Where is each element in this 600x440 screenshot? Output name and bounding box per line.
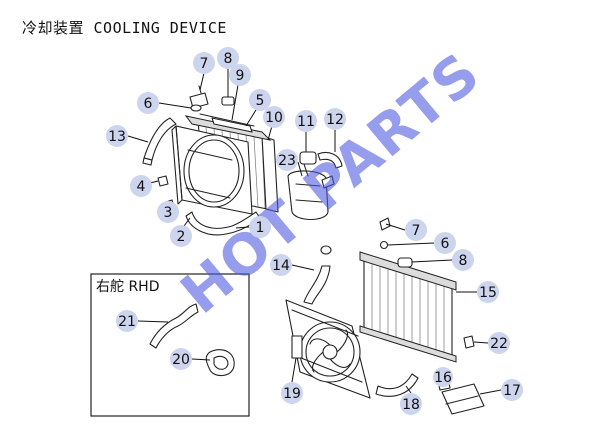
callout-number: 18 <box>402 397 420 413</box>
callout-leader <box>199 72 205 91</box>
callout-number: 2 <box>177 229 186 245</box>
callout-leader <box>235 226 250 229</box>
callout-number: 10 <box>265 110 283 126</box>
callout-number: 5 <box>256 93 265 109</box>
callout-number: 6 <box>441 236 450 252</box>
callout-leader <box>127 135 149 143</box>
callout-number: 8 <box>459 253 468 269</box>
callout-number: 1 <box>256 220 265 236</box>
page-title: 冷却装置 COOLING DEVICE <box>22 19 227 37</box>
callout-number: 22 <box>490 336 508 352</box>
callout-number: 7 <box>200 56 209 72</box>
callout-bubble <box>452 249 474 271</box>
callout-bubble <box>405 219 427 241</box>
callout-bubble <box>130 175 152 197</box>
callout-number: 9 <box>236 68 245 84</box>
callout-leader <box>231 84 239 121</box>
callout-number: 11 <box>297 114 315 130</box>
fan-assembly <box>285 299 371 399</box>
callout-bubble <box>281 382 303 404</box>
callout-bubble <box>295 110 317 132</box>
upper-radiator-assembly <box>142 85 279 236</box>
callout-number: 20 <box>172 352 190 368</box>
main-radiator <box>359 217 475 363</box>
callout-number: 23 <box>278 153 296 169</box>
callout-leader <box>387 242 435 246</box>
callout-bubble <box>137 92 159 114</box>
callout-bubble <box>193 52 215 74</box>
callout-bubble <box>249 216 271 238</box>
callout-number: 13 <box>108 129 126 145</box>
callout-bubble <box>276 149 298 171</box>
callout-leader <box>291 357 297 383</box>
callout-bubble <box>229 64 251 86</box>
callout-leader <box>291 264 315 271</box>
loose-hoses <box>303 245 419 397</box>
callout-bubble <box>170 225 192 247</box>
callout-bubble <box>157 201 179 223</box>
seal-20 <box>205 349 235 377</box>
callout-leader <box>158 102 192 109</box>
callout-bubble <box>324 108 346 130</box>
callout-bubble <box>263 106 285 128</box>
callout-number: 15 <box>479 285 497 301</box>
callout-bubble <box>217 47 239 69</box>
callout-number: 19 <box>283 386 301 402</box>
callout-number: 4 <box>137 179 146 195</box>
callout-leader <box>245 109 257 127</box>
callout-number: 3 <box>164 205 173 221</box>
callout-bubble <box>270 254 292 276</box>
callout-number: 14 <box>272 258 290 274</box>
callout-leader <box>191 358 211 361</box>
rhd-label: 右舵 RHD <box>96 279 160 295</box>
callout-leader <box>473 341 489 344</box>
callout-bubble <box>116 310 138 332</box>
callout-number: 6 <box>144 96 153 112</box>
callout-bubble <box>434 232 456 254</box>
callout-number: 21 <box>118 314 136 330</box>
callout-bubble <box>249 89 271 111</box>
callout-number: 12 <box>326 112 344 128</box>
callout-bubble <box>488 332 510 354</box>
callout-bubble <box>106 125 128 147</box>
callout-layer: 7 8 9 6 5 10 11 <box>106 47 523 415</box>
callout-leader <box>411 259 453 263</box>
callout-bubble <box>170 348 192 370</box>
callout-number: 17 <box>503 383 521 399</box>
callout-bubble <box>477 281 499 303</box>
callout-bubble <box>400 393 422 415</box>
callout-number: 8 <box>224 51 233 67</box>
coolant-reservoir <box>287 151 343 221</box>
callout-bubble <box>433 367 453 387</box>
callout-leader <box>267 125 273 141</box>
callout-leader <box>183 217 191 227</box>
callout-leader <box>297 161 303 177</box>
hose-21 <box>149 303 199 349</box>
callout-leader <box>405 385 412 394</box>
rhd-inset-frame <box>90 273 250 417</box>
callout-leader <box>479 389 502 395</box>
callout-bubble <box>501 379 523 401</box>
callout-leader <box>137 320 169 323</box>
callout-number: 7 <box>412 223 421 239</box>
callout-leader <box>385 223 406 231</box>
callout-number: 16 <box>434 370 452 386</box>
